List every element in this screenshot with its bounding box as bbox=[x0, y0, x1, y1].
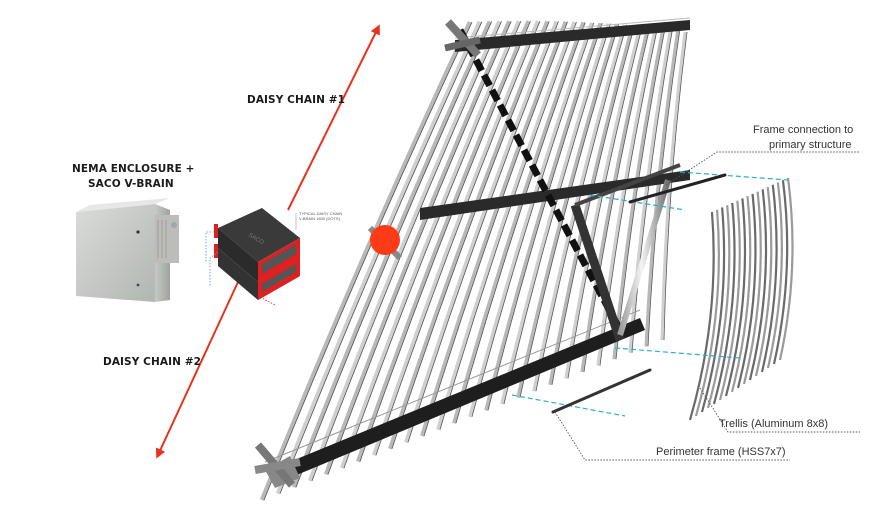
detached-trellis-panel bbox=[688, 177, 794, 421]
panel-bar bbox=[778, 177, 794, 361]
trellis-bar bbox=[324, 20, 512, 476]
trellis-bar-edge bbox=[551, 25, 635, 385]
enclosure-label-line2: SACO V-BRAIN bbox=[88, 178, 174, 190]
trellis-bar-edge bbox=[567, 26, 643, 379]
trellis-bar-edge bbox=[439, 21, 577, 430]
trellis-bar-edge bbox=[375, 21, 541, 456]
trellis-bar bbox=[660, 31, 687, 341]
trellis-bar bbox=[420, 20, 568, 437]
trellis-bar-edge bbox=[615, 28, 666, 360]
trellis-bar bbox=[388, 20, 550, 450]
trellis-bar-edge bbox=[487, 23, 603, 411]
nema-enclosure-icon bbox=[76, 198, 179, 302]
panel-bar bbox=[748, 189, 768, 381]
trellis-bar-edge bbox=[423, 21, 568, 437]
trellis-bar bbox=[468, 22, 594, 418]
trellis-bar-edge bbox=[343, 20, 522, 469]
panel-bar bbox=[760, 184, 778, 373]
trellis-bar-edge bbox=[311, 21, 502, 481]
panel-bar bbox=[754, 186, 773, 377]
daisy-chain-1-label: DAISY CHAIN #1 bbox=[247, 94, 346, 106]
controller-callout-line2: V-BRAIN 1600 (DOTS) bbox=[299, 216, 340, 221]
trellis-bar bbox=[452, 21, 585, 424]
trellis-bar bbox=[516, 23, 619, 398]
trellis-bar-edge bbox=[471, 22, 595, 417]
trellis-bar-edge bbox=[503, 23, 611, 405]
panel-bar bbox=[742, 191, 762, 385]
trellis-bar bbox=[484, 22, 602, 411]
trellis-bar bbox=[580, 26, 650, 373]
perimeter-frame-members bbox=[551, 173, 727, 414]
trellis-bar-edge bbox=[327, 21, 512, 475]
enclosure-label-line1: NEMA ENCLOSURE + bbox=[72, 163, 195, 175]
panel-bar bbox=[730, 196, 752, 393]
trellis-bar-edge bbox=[647, 30, 681, 347]
trellis-bar-edge bbox=[407, 21, 559, 443]
trellis-bar-edge bbox=[455, 22, 586, 424]
trellis-bar-edge bbox=[519, 24, 620, 398]
trellis-bar bbox=[275, 20, 482, 495]
frame-connection-label-line1: Frame connection to bbox=[753, 124, 854, 136]
trellis-bar bbox=[644, 30, 680, 347]
trellis-bar bbox=[259, 21, 473, 501]
panel-bar bbox=[694, 209, 720, 417]
frame-connection-label-line2: primary structure bbox=[769, 139, 852, 151]
panel-bar bbox=[724, 198, 747, 397]
trellis-bar bbox=[340, 20, 521, 469]
daisy-chain-2-arrow bbox=[155, 281, 239, 459]
trellis-bar bbox=[372, 20, 540, 456]
trellis-bar bbox=[436, 21, 577, 431]
panel-bar bbox=[706, 205, 731, 409]
trellis-bar-edge bbox=[631, 29, 673, 353]
trellis-bar-edge bbox=[599, 27, 658, 366]
perimeter-frame-label: Perimeter frame (HSS7x7) bbox=[656, 446, 786, 458]
trellis-bar bbox=[628, 29, 672, 353]
panel-bar bbox=[736, 193, 757, 389]
panel-bar bbox=[712, 202, 736, 405]
daisy-chain-1-arrow bbox=[287, 24, 380, 211]
panel-bar bbox=[766, 182, 783, 369]
trellis-bar-edge bbox=[391, 21, 550, 449]
panel-bar bbox=[772, 180, 789, 365]
panel-bar bbox=[700, 207, 726, 413]
top-catwalk bbox=[420, 17, 691, 220]
trellis-bar bbox=[500, 23, 611, 405]
trellis-bar-edge bbox=[263, 21, 473, 501]
daisy-chain-arrows bbox=[155, 24, 380, 459]
main-trellis-bars bbox=[259, 20, 688, 501]
panel-bar bbox=[718, 200, 741, 401]
trellis-bar bbox=[564, 25, 642, 379]
trellis-bar bbox=[548, 25, 635, 386]
diagonal-braces bbox=[456, 28, 681, 342]
controller-callout-line1: TYPICAL DAISY CHAIN bbox=[299, 211, 343, 216]
trellis-bar bbox=[612, 28, 665, 360]
trellis-bar-edge bbox=[583, 27, 651, 373]
trellis-bar-edge bbox=[359, 20, 531, 462]
panel-bar bbox=[688, 211, 715, 421]
connection-point-marker[interactable] bbox=[370, 225, 400, 255]
daisy-chain-2-label: DAISY CHAIN #2 bbox=[103, 356, 202, 368]
trellis-bar bbox=[596, 27, 658, 366]
trellis-bar bbox=[356, 20, 531, 463]
trellis-bar bbox=[404, 20, 559, 444]
v-brain-controller-icon: SACO bbox=[205, 208, 300, 306]
callout-leaders bbox=[554, 151, 860, 461]
trellis-bar-edge bbox=[279, 21, 483, 494]
trellis-bar-edge bbox=[663, 31, 688, 341]
trellis-label: Trellis (Aluminum 8x8) bbox=[719, 418, 829, 430]
trellis-bar-edge bbox=[295, 21, 493, 488]
trellis-bar bbox=[307, 20, 502, 482]
